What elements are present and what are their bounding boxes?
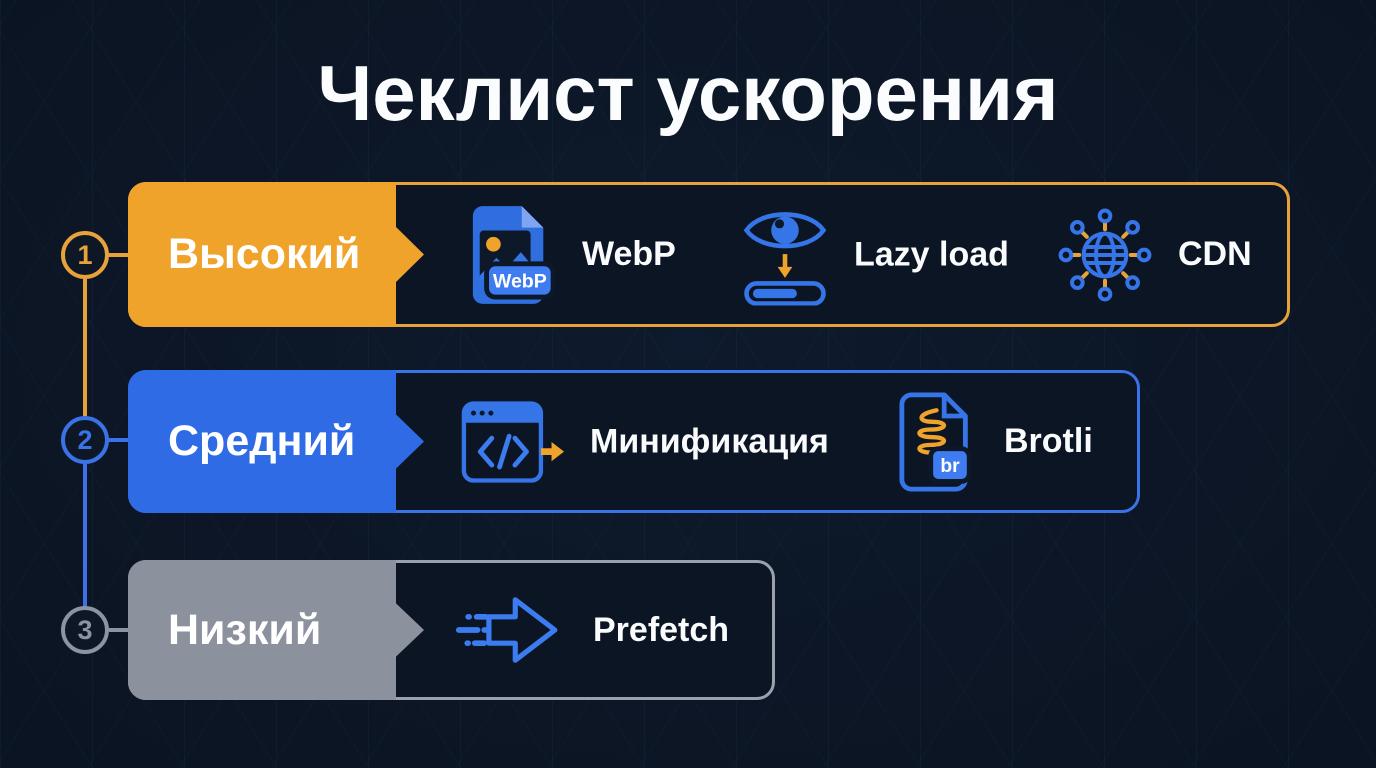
priority-label-low: Низкий — [128, 560, 424, 700]
checklist-item-minification: Минификация — [461, 397, 829, 486]
item-label-brotli: Brotli — [1004, 422, 1093, 460]
prefetch-arrow-icon — [455, 597, 558, 663]
code-minify-icon — [461, 400, 565, 483]
checklist-item-cdn: CDN — [1057, 207, 1252, 303]
priority-label-medium-text: Средний — [168, 417, 356, 465]
priority-row-medium: Средний Минификация br Brotli — [128, 370, 1140, 513]
checklist-item-brotli: br Brotli — [894, 391, 1093, 493]
checklist-item-webp: WebP WebP — [467, 203, 676, 307]
brotli-file-icon: br — [899, 391, 972, 492]
cdn-globe-icon — [1058, 208, 1152, 301]
step-number-1-text: 1 — [77, 239, 93, 270]
priority-row-low: Низкий Prefetch — [128, 560, 775, 700]
timeline-tick-1 — [109, 253, 129, 257]
page-title: Чеклист ускорения — [317, 49, 1059, 137]
timeline-tick-2 — [109, 438, 129, 442]
item-label-webp: WebP — [582, 235, 676, 273]
checklist-item-lazy-load: Lazy load — [741, 204, 1009, 305]
priority-label-high-text: Высокий — [168, 230, 361, 278]
priority-row-high: Высокий WebP WebP Lazy load — [128, 182, 1290, 327]
step-number-3: 3 — [61, 606, 109, 654]
lazy-load-icon — [743, 211, 827, 305]
timeline-connector-1-2 — [83, 279, 87, 416]
step-number-1: 1 — [61, 231, 109, 279]
timeline-tick-3 — [109, 628, 129, 632]
step-number-2: 2 — [61, 416, 109, 464]
sun-icon — [486, 236, 501, 252]
svg-text:WebP: WebP — [493, 270, 547, 292]
priority-label-low-text: Низкий — [168, 605, 322, 654]
priority-label-high: Высокий — [128, 182, 424, 327]
svg-text:br: br — [940, 455, 960, 476]
item-label-cdn: CDN — [1178, 235, 1252, 273]
item-label-prefetch: Prefetch — [593, 610, 730, 649]
item-label-minification: Минификация — [590, 422, 829, 460]
item-label-lazy-load: Lazy load — [854, 235, 1009, 273]
webp-file-icon: WebP — [472, 205, 556, 304]
timeline-connector-2-3 — [83, 464, 87, 606]
step-number-3-text: 3 — [77, 614, 93, 645]
priority-label-medium: Средний — [128, 370, 424, 513]
step-number-2-text: 2 — [77, 424, 93, 455]
checklist-item-prefetch: Prefetch — [455, 581, 729, 679]
